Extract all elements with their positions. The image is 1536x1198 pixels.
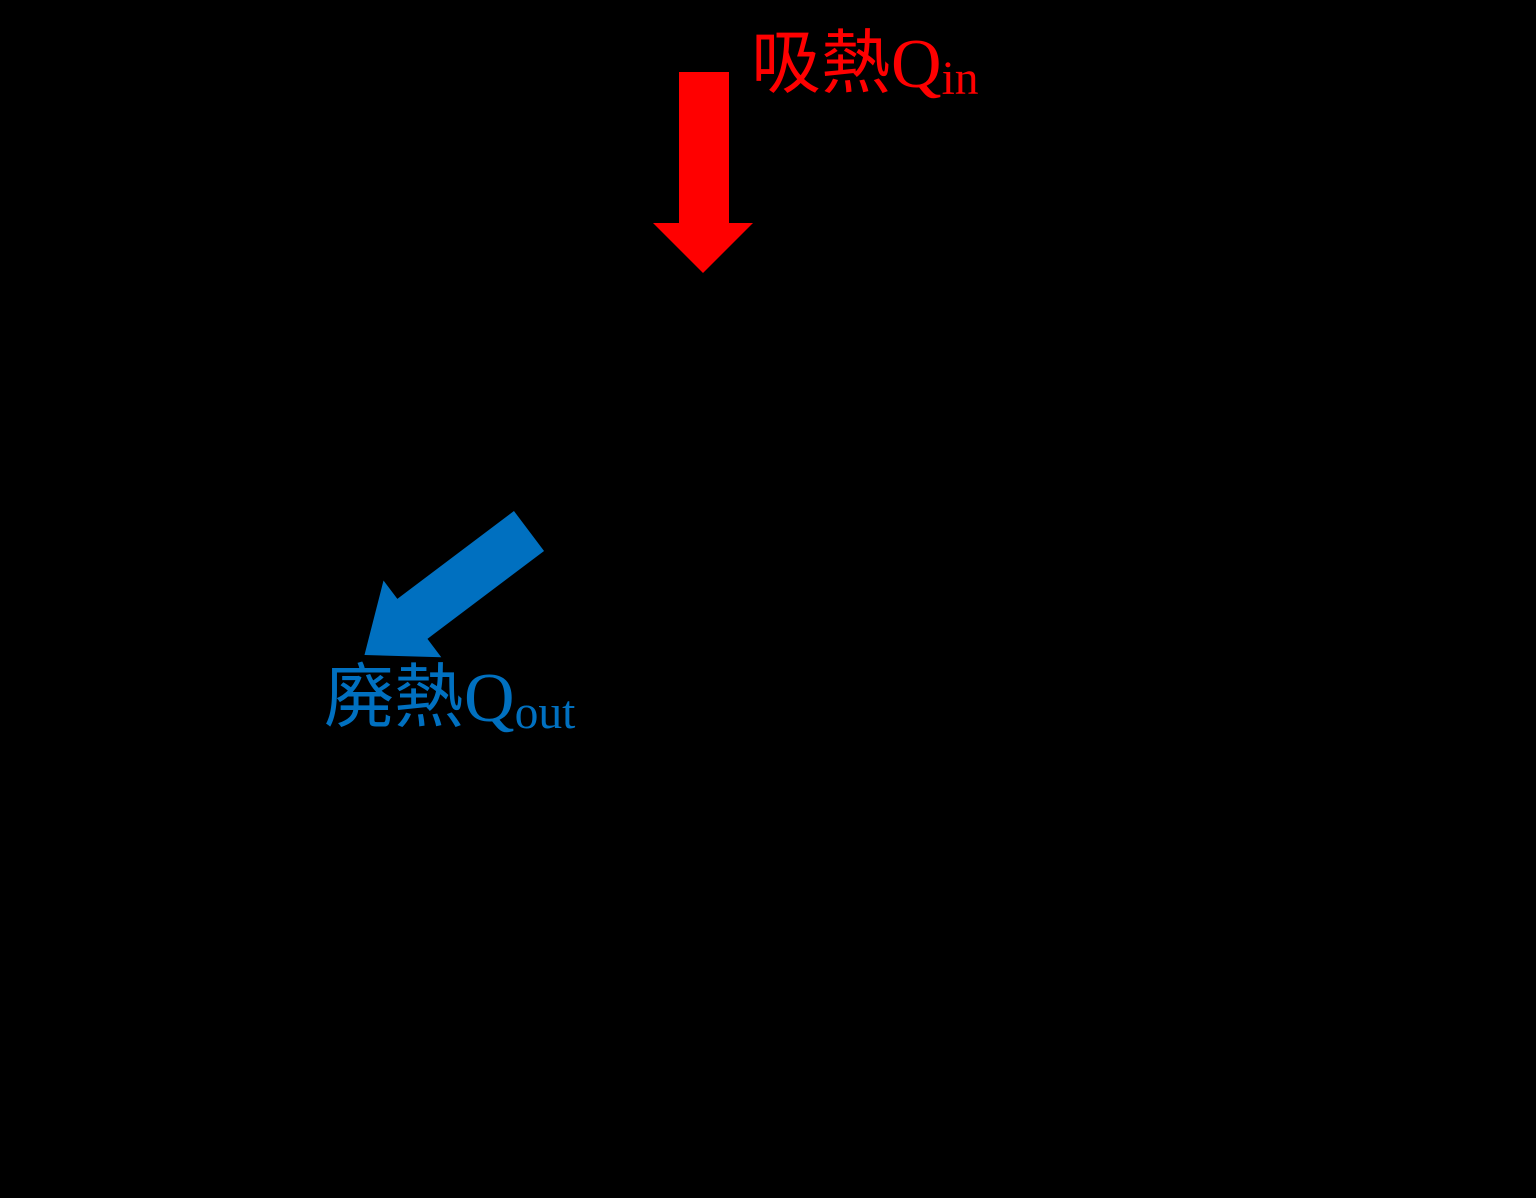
- heat-in-label-subscript: in: [941, 53, 979, 106]
- heat-in-label-text: 吸熱Q: [751, 26, 942, 103]
- heat-out-arrow-icon: [364, 511, 545, 658]
- heat-out-label-text: 廃熱Q: [324, 660, 515, 737]
- heat-out-label: 廃熱Qout: [324, 664, 575, 738]
- heat-in-arrow-icon: [653, 72, 753, 273]
- heat-out-label-subscript: out: [514, 687, 576, 740]
- heat-in-label: 吸熱Qin: [751, 30, 979, 104]
